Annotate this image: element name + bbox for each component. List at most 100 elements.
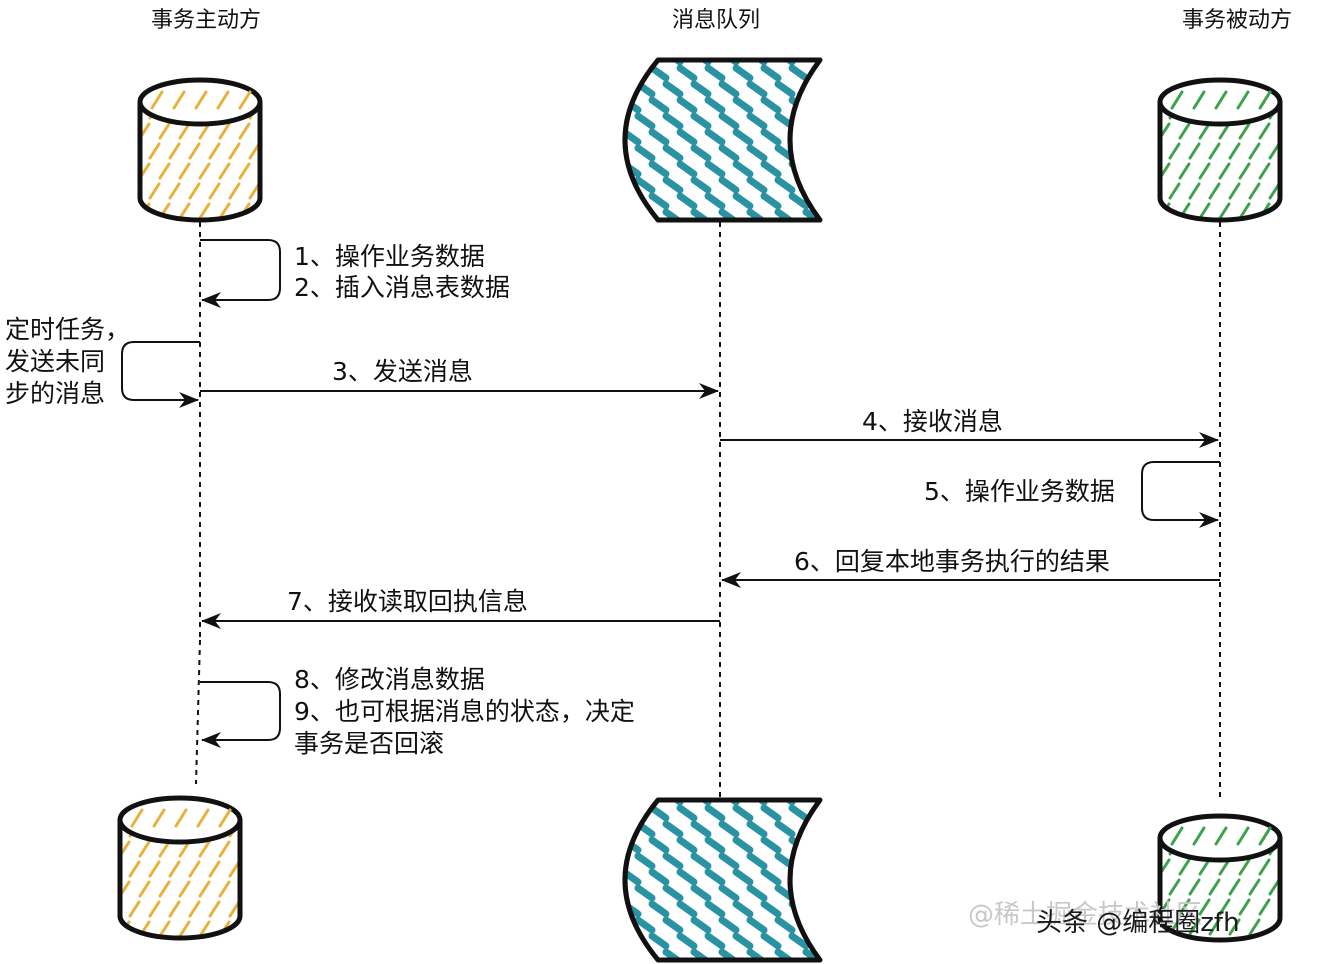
hatch-mark [662,884,684,902]
hatch-mark [680,228,694,238]
hatch-mark [718,820,740,838]
hatch-mark [158,920,171,938]
hatch-mark [625,192,642,210]
initiator-database-icon [137,77,279,223]
timer-label-line3: 步的消息 [5,379,106,408]
hatch-mark [788,64,810,82]
hatch-mark [1236,90,1250,110]
hatch-mark [802,176,820,194]
hatch-mark [634,916,656,934]
hatch-mark [746,884,768,902]
hatch-mark [774,916,796,934]
hatch-mark [1188,142,1201,160]
participant-receiver-label: 事务被动方 [1182,8,1293,33]
hatch-mark [802,884,820,902]
hatch-mark [690,80,712,98]
hatch-mark [625,916,628,934]
hatch-mark [624,228,638,238]
hatch-mark [690,916,712,934]
hatch-mark [676,96,698,114]
hatch-mark [774,820,796,838]
hatch-mark [1188,878,1201,896]
hatch-mark [1208,142,1221,160]
initiator-database-bottom-icon [117,795,243,941]
hatch-mark [258,202,260,220]
hatch-mark [732,868,754,886]
hatch-mark [718,208,740,220]
hatch-mark [760,96,782,114]
hatch-mark [802,208,820,220]
hatch-mark [690,112,712,130]
hatch-mark [690,176,712,194]
hatch-mark [1278,202,1280,220]
self-loop-steps-8-9 [200,681,281,748]
hatch-mark [690,852,712,870]
hatch-mark [625,80,628,98]
hatch-mark [816,932,820,950]
hatch-mark [208,900,221,918]
hatch-mark [168,182,181,200]
hatch-mark [152,808,166,828]
hatch-mark [746,916,768,934]
hatch-mark [218,808,232,828]
hatch-mark [788,868,810,886]
hatch-mark [1248,878,1261,896]
hatch-mark [150,90,164,110]
hatch-mark [270,144,279,158]
hatch-mark [732,804,754,822]
hatch-mark [148,860,161,878]
hatch-mark [625,804,642,822]
hatch-mark [1178,122,1191,140]
hatch-mark [1198,122,1211,140]
hatch-mark [704,192,726,210]
hatch-mark [148,182,161,200]
hatch-mark [662,916,684,934]
hatch-mark [676,160,698,178]
hatch-mark [676,836,698,854]
hatch-mark [704,900,726,918]
hatch-mark [625,112,628,130]
hatch-mark [704,64,726,82]
step-4-label: 4、接收消息 [862,407,1003,436]
hatch-mark [788,128,810,146]
hatch-mark [198,162,211,180]
hatch-mark [1238,202,1251,220]
hatch-mark [774,948,796,960]
hatch-mark [1248,142,1261,160]
hatch-mark [732,64,754,82]
step-8-label: 8、修改消息数据 [294,665,485,694]
receiver-database-bottom-icon [1157,813,1283,943]
hatch-mark [648,932,670,950]
hatch-mark [1238,858,1251,876]
hatch-mark [625,884,628,902]
hatch-mark [1258,898,1271,916]
hatch-mark [648,192,670,210]
hatch-mark [172,90,186,110]
hatch-mark [662,144,684,162]
hatch-mark [148,900,161,918]
hatch-mark [746,208,768,220]
hatch-mark [194,90,208,110]
hatch-mark [218,122,231,140]
hatch-mark [1178,162,1191,180]
hatch-mark [625,948,628,960]
hatch-mark [718,112,740,130]
hatch-mark [820,228,834,238]
hatch-mark [238,122,251,140]
hatch-mark [158,840,171,858]
hatch-mark [746,852,768,870]
hatch-mark [732,128,754,146]
hatch-mark [168,860,181,878]
hatch-mark [1258,162,1271,180]
hatch-mark [774,176,796,194]
hatch-mark [178,202,191,220]
hatch-mark [625,60,628,66]
hatch-mark [1178,858,1191,876]
hatch-mark [792,228,806,238]
step-1-label: 1、操作业务数据 [294,242,485,271]
hatch-mark [690,820,712,838]
hatch-mark [1208,918,1221,936]
hatch-mark [662,948,684,960]
hatch-mark [198,880,211,898]
hatch-mark [178,162,191,180]
